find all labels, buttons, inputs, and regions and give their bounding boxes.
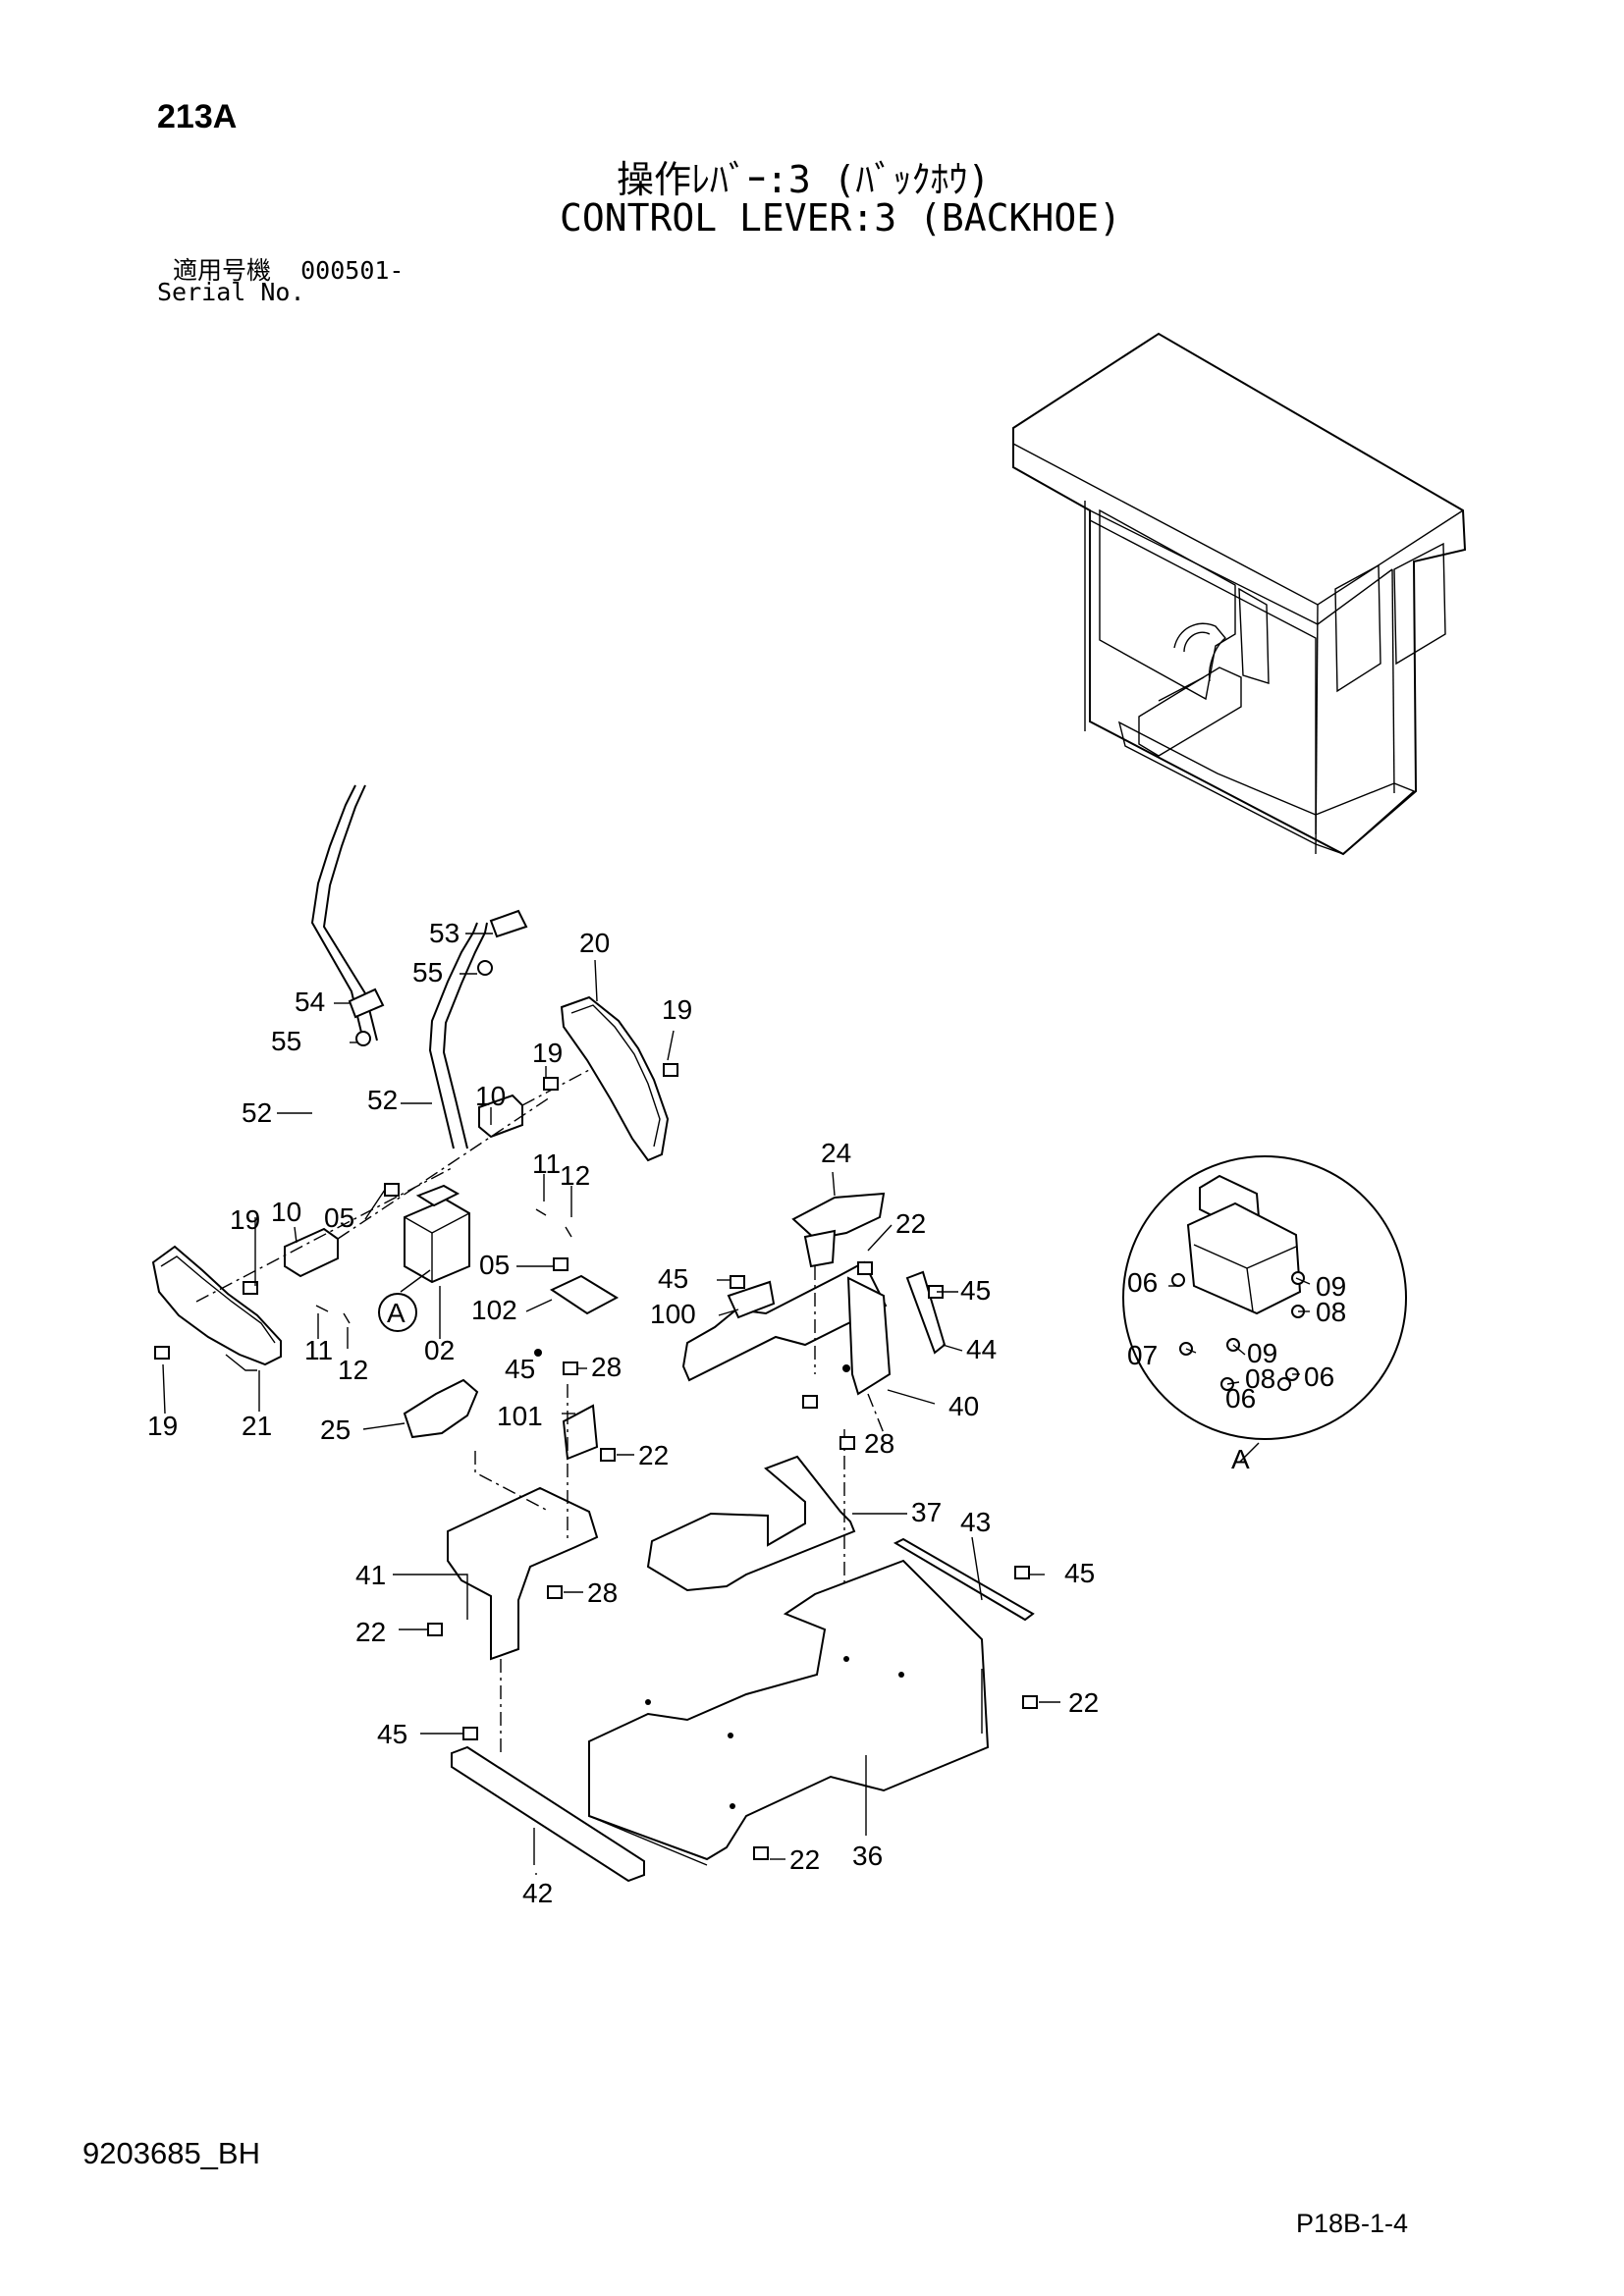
stay-44 (905, 1270, 947, 1355)
document-id: 9203685_BH (82, 2136, 260, 2170)
callout-53: 53 (429, 918, 460, 948)
floor-plate-36 (588, 1559, 990, 1861)
callout-44: 44 (966, 1334, 997, 1364)
callout-52: 52 (367, 1085, 398, 1115)
callout-24: 24 (821, 1138, 851, 1168)
callout-54: 54 (295, 987, 325, 1017)
callout-25: 25 (320, 1415, 351, 1445)
callout-40: 40 (948, 1391, 979, 1421)
callout-52: 52 (242, 1097, 272, 1128)
callout-21: 21 (242, 1411, 272, 1441)
callout-28: 28 (591, 1352, 622, 1382)
leader-lines (162, 933, 1311, 1875)
lever-52-right (428, 922, 478, 1149)
detail-label-a: A (1231, 1444, 1250, 1474)
page-reference: P18B-1-4 (1296, 2209, 1409, 2238)
pilot-valve-02 (404, 1198, 470, 1284)
bracket-10-right (478, 1094, 523, 1139)
serial-label-en: Serial No. (157, 278, 305, 306)
callout-45: 45 (377, 1719, 407, 1749)
callout-19: 19 (147, 1411, 178, 1441)
detail-callout-09: 09 (1316, 1271, 1346, 1302)
callout-45: 45 (505, 1354, 535, 1384)
pedal-25 (403, 1378, 479, 1439)
detail-callout-08: 08 (1245, 1363, 1275, 1394)
knob-53 (489, 909, 528, 938)
callout-11: 11 (304, 1335, 333, 1365)
serial-label-jp: 適用号機 (173, 256, 272, 285)
callout-10: 10 (475, 1081, 506, 1111)
detail-callout-09: 09 (1247, 1338, 1277, 1368)
callout-43: 43 (960, 1507, 991, 1537)
pedal-21 (151, 1245, 282, 1366)
callout-45: 45 (1064, 1558, 1095, 1588)
detail-a-reference-circle (378, 1293, 417, 1332)
detail-callout-08: 08 (1316, 1297, 1346, 1327)
callout-102: 102 (471, 1295, 517, 1325)
callout-labels: 53 55 20 54 19 55 19 52 52 10 05 11 12 1… (147, 918, 1346, 1908)
rail-42 (451, 1745, 645, 1883)
bracket-41 (447, 1486, 599, 1661)
detail-a-view (1122, 1155, 1407, 1440)
callout-45: 45 (960, 1275, 991, 1306)
callout-55: 55 (271, 1026, 301, 1056)
callout-22: 22 (355, 1617, 386, 1647)
cab-overview-illustration (1012, 332, 1467, 856)
callout-42: 42 (522, 1878, 553, 1908)
exploded-assembly-illustration (151, 784, 1038, 1883)
callout-10: 10 (271, 1197, 301, 1227)
callout-19: 19 (532, 1038, 563, 1068)
nut-55a (355, 1031, 371, 1046)
plate-43 (893, 1537, 1035, 1622)
detail-callout-07: 07 (1127, 1340, 1158, 1370)
serial-value: 000501- (300, 256, 405, 285)
detail-callout-06: 06 (1127, 1267, 1158, 1298)
callout-20: 20 (579, 928, 610, 958)
lever-52-right-edge (442, 922, 488, 1149)
callout-12: 12 (338, 1355, 368, 1385)
callout-12: 12 (560, 1160, 590, 1191)
callout-05: 05 (324, 1202, 354, 1233)
callout-101: 101 (497, 1401, 543, 1431)
callout-37: 37 (911, 1497, 942, 1527)
callout-a: A (387, 1298, 406, 1328)
title-japanese: 操作ﾚﾊﾞｰ:3 (ﾊﾞｯｸﾎｳ) (617, 158, 991, 201)
page-code: 213A (157, 98, 238, 135)
knob-54 (348, 988, 385, 1019)
callout-28: 28 (587, 1577, 618, 1608)
callout-36: 36 (852, 1841, 883, 1871)
serial-line: 適用号機 000501- (173, 251, 404, 287)
callout-100: 100 (650, 1299, 696, 1329)
callout-11: 11 (532, 1148, 561, 1179)
callout-28: 28 (864, 1428, 894, 1459)
callout-41: 41 (355, 1560, 386, 1590)
cover-37 (646, 1455, 856, 1592)
callout-22: 22 (1068, 1687, 1099, 1718)
callout-05: 05 (479, 1250, 510, 1280)
plate-102 (549, 1274, 620, 1315)
bracket-101 (562, 1404, 599, 1461)
bracket-40 (681, 1260, 888, 1382)
pedal-24 (791, 1192, 886, 1241)
callout-19: 19 (662, 994, 692, 1025)
lever-52-left (310, 784, 364, 1041)
bracket-10-left (284, 1227, 339, 1278)
title-english: CONTROL LEVER:3 (BACKHOE) (560, 196, 1121, 240)
detail-callout-06: 06 (1225, 1383, 1256, 1414)
callout-22: 22 (638, 1440, 669, 1470)
nut-55b (477, 960, 493, 976)
callout-45: 45 (658, 1263, 688, 1294)
callout-02: 02 (424, 1335, 455, 1365)
callout-55: 55 (412, 957, 443, 988)
callout-22: 22 (789, 1844, 820, 1875)
detail-callout-06: 06 (1304, 1362, 1334, 1392)
callout-22: 22 (895, 1208, 926, 1239)
callout-19: 19 (230, 1204, 260, 1235)
pedal-20 (560, 995, 670, 1162)
